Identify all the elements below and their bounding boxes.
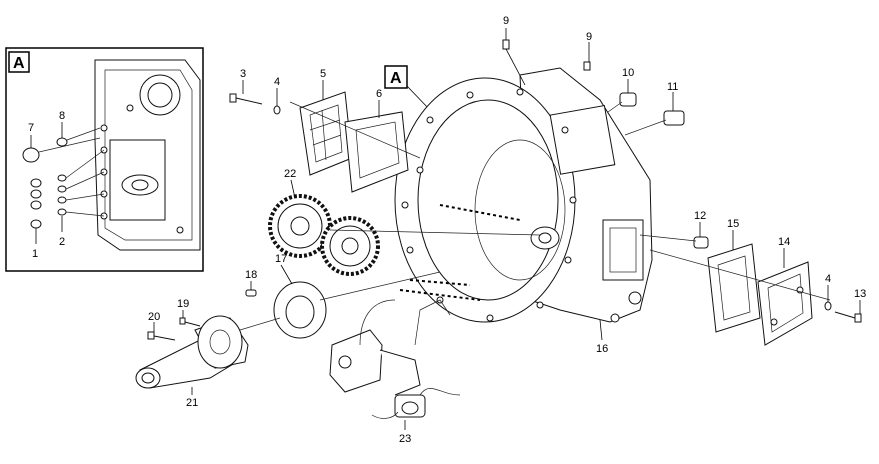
callout-14: 14: [778, 236, 790, 248]
plug-12: [693, 236, 709, 249]
seal-ring-8: [56, 137, 68, 147]
callout-10: 10: [622, 67, 634, 79]
plug-10: [619, 92, 637, 107]
callout-13: 13: [854, 288, 866, 300]
output-shaft-21: [135, 315, 249, 389]
gear-22b: [320, 216, 380, 276]
pin-18: [245, 289, 257, 297]
callout-11: 11: [667, 81, 678, 93]
leader-lines: [153, 28, 861, 430]
svg-text:A: A: [390, 70, 402, 87]
callout-8: 8: [59, 110, 65, 122]
breather-11: [663, 110, 685, 126]
callout-12: 12: [694, 210, 706, 222]
callout-6: 6: [376, 88, 382, 100]
bolt-3: [229, 93, 263, 105]
callout-22: 22: [284, 168, 296, 180]
callout-9b: 9: [586, 31, 592, 43]
callout-21: 21: [186, 397, 198, 409]
callout-19: 19: [177, 298, 189, 310]
plug-7: [22, 147, 40, 163]
callout-1: 1: [32, 248, 38, 260]
gasket-17: [273, 281, 327, 339]
pin-9b: [583, 61, 591, 71]
side-cover-14: [757, 261, 813, 346]
callout-16: 16: [596, 343, 608, 355]
flange-bolt-holes: [401, 88, 577, 322]
bolt-13: [834, 311, 862, 323]
callout-4: 4: [274, 76, 280, 88]
cover-6: [344, 111, 409, 193]
plugs-1: [30, 178, 42, 229]
callout-4b: 4: [825, 273, 831, 285]
bolt-19: [179, 317, 201, 327]
callout-2: 2: [59, 236, 65, 248]
transmission-housing-16: [394, 67, 653, 323]
control-valve-23: [329, 299, 461, 419]
callout-15: 15: [727, 218, 739, 230]
washer-4: [273, 105, 281, 115]
washer-4b: [824, 301, 832, 311]
gasket-15: [707, 243, 761, 333]
callout-18: 18: [245, 269, 257, 281]
callout-5: 5: [320, 68, 326, 80]
callout-9a: 9: [503, 15, 509, 27]
detail-view-a: A: [5, 47, 204, 272]
callout-23: 23: [399, 433, 411, 445]
gear-22a: [268, 194, 332, 258]
detail-view-label: A: [13, 55, 25, 72]
gasket-5: [299, 91, 353, 176]
pin-9a: [502, 39, 510, 50]
callout-7: 7: [28, 122, 34, 134]
callout-20: 20: [148, 311, 160, 323]
main-view-marker: A: [384, 65, 431, 111]
callout-17: 17: [275, 253, 287, 265]
callout-3: 3: [240, 68, 246, 80]
seals-2: [57, 174, 67, 216]
bolt-20: [147, 331, 176, 341]
gear-mesh-marks: [399, 204, 521, 301]
